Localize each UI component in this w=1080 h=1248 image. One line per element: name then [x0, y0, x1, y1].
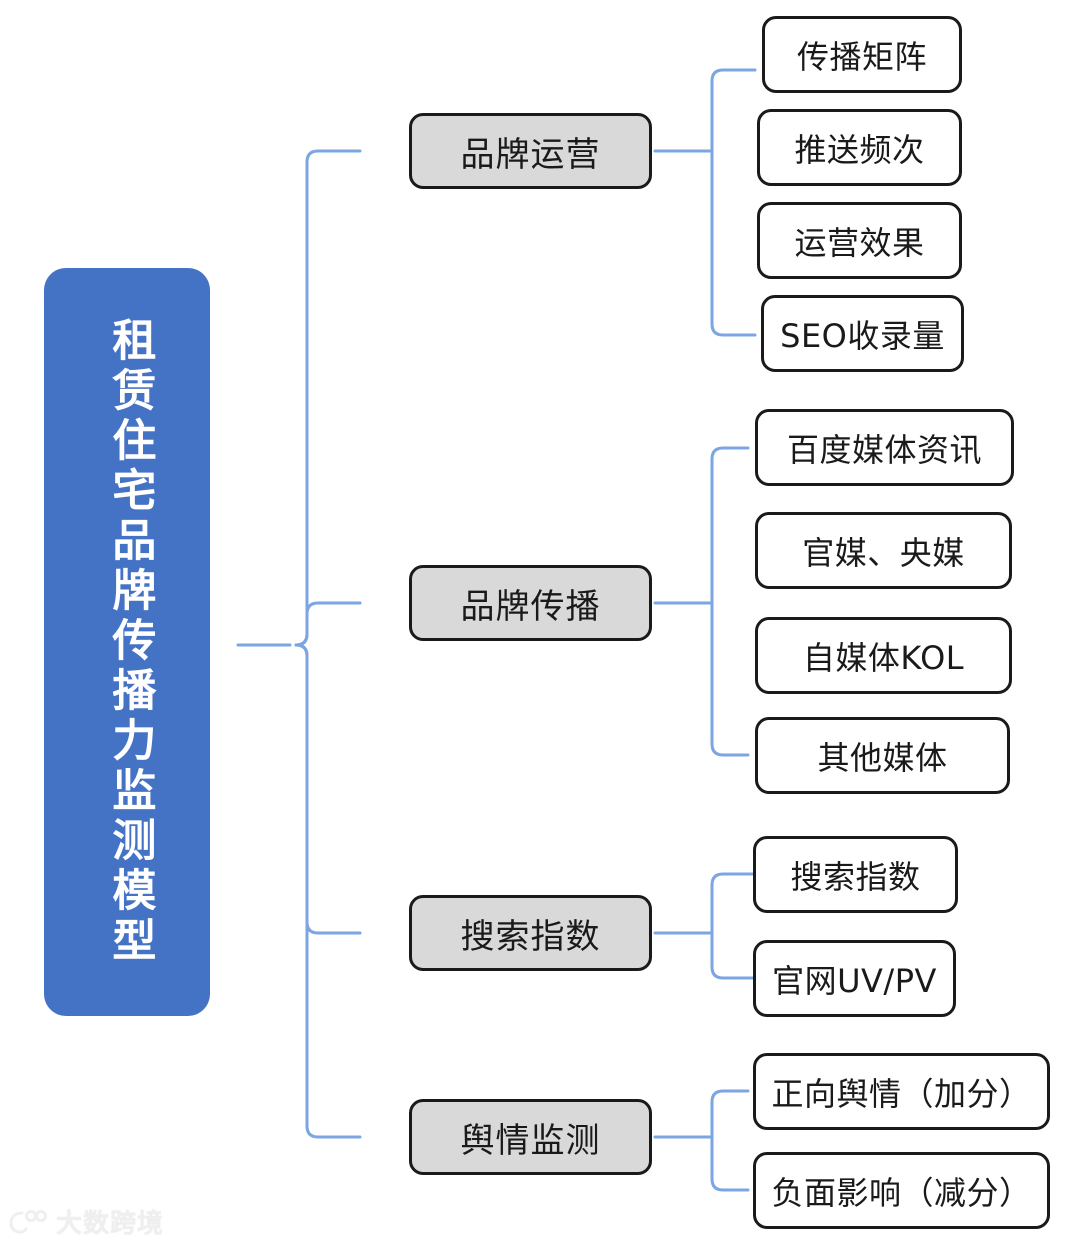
leaf-node-seo-index-count[interactable]: SEO收录量	[761, 295, 964, 372]
branch-node-label: 搜索指数	[460, 916, 601, 957]
watermark: 大数跨境	[8, 1203, 164, 1240]
leaf-node-label: 自媒体KOL	[802, 638, 965, 677]
branch-node-search-index[interactable]: 搜索指数	[409, 895, 652, 971]
leaf-node-label: 官网UV/PV	[772, 961, 937, 1000]
branch2-bracket-line	[710, 446, 750, 757]
branch-node-brand-communication[interactable]: 品牌传播	[409, 565, 652, 641]
branch-node-brand-operation[interactable]: 品牌运营	[409, 113, 652, 189]
leaf-node-other-media[interactable]: 其他媒体	[755, 717, 1010, 794]
root-node[interactable]: 租赁住宅品牌传播力监测模型	[44, 268, 210, 1016]
branch-node-label: 舆情监测	[460, 1120, 601, 1161]
dashu-logo-icon	[9, 1209, 47, 1234]
trunk-branch4-line	[294, 643, 362, 1139]
leaf-node-label: SEO收录量	[780, 316, 945, 355]
leaf-node-label: 运营效果	[794, 223, 925, 262]
leaf-node-label: 搜索指数	[790, 857, 921, 896]
leaf-node-baidu-media-news[interactable]: 百度媒体资讯	[755, 409, 1014, 486]
watermark-text: 大数跨境	[56, 1209, 165, 1239]
branch1-bracket-line	[710, 68, 757, 337]
branch4-bracket-line	[710, 1089, 750, 1192]
branch-node-sentiment-monitoring[interactable]: 舆情监测	[409, 1099, 652, 1175]
branch-node-label: 品牌传播	[460, 586, 601, 627]
leaf-node-label: 传播矩阵	[796, 37, 927, 76]
branch-node-label: 品牌运营	[460, 134, 601, 175]
leaf-node-push-frequency[interactable]: 推送频次	[757, 109, 962, 186]
leaf-node-positive-sentiment[interactable]: 正向舆情（加分）	[753, 1053, 1050, 1130]
trunk-branch1-line	[294, 149, 362, 647]
branch3-bracket-line	[710, 872, 757, 980]
leaf-node-label: 负面影响（减分）	[771, 1173, 1032, 1212]
leaf-node-search-index[interactable]: 搜索指数	[753, 836, 958, 913]
trunk-branch3-line	[294, 643, 362, 935]
leaf-node-negative-impact[interactable]: 负面影响（减分）	[753, 1152, 1050, 1229]
trunk-branch2-line	[294, 601, 362, 647]
leaf-node-label: 百度媒体资讯	[786, 430, 982, 469]
leaf-node-website-uv-pv[interactable]: 官网UV/PV	[753, 940, 956, 1017]
leaf-node-label: 其他媒体	[817, 738, 948, 777]
leaf-node-label: 官媒、央媒	[802, 533, 965, 572]
leaf-node-self-media-kol[interactable]: 自媒体KOL	[755, 617, 1012, 694]
root-node-label: 租赁住宅品牌传播力监测模型	[104, 317, 156, 967]
leaf-node-label: 正向舆情（加分）	[771, 1074, 1032, 1113]
leaf-node-operation-effect[interactable]: 运营效果	[757, 202, 962, 279]
leaf-node-label: 推送频次	[794, 130, 925, 169]
leaf-node-official-central-media[interactable]: 官媒、央媒	[755, 512, 1012, 589]
leaf-node-communication-matrix[interactable]: 传播矩阵	[762, 16, 962, 93]
